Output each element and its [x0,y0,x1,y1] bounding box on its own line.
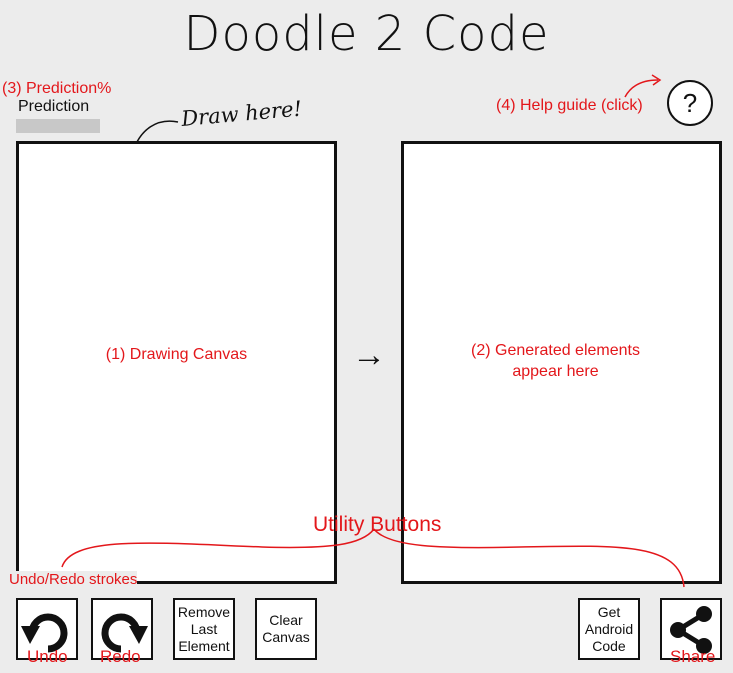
undo-redo-annotation: Undo/Redo strokes [9,571,138,588]
arrow-right-icon: → [352,336,386,374]
help-icon: ? [682,87,698,118]
share-icon [670,606,712,654]
prediction-label: Prediction [18,98,90,115]
get-android-code-button[interactable]: Get Android Code [578,598,640,660]
remove-last-element-button[interactable]: Remove Last Element [173,598,235,660]
remove-last-element-label: Remove Last Element [177,603,231,654]
draw-here-text: Draw here! [179,97,303,132]
undo-icon [21,613,68,653]
share-button[interactable] [660,598,722,660]
get-android-code-label: Get Android Code [584,603,634,654]
draw-here-annotation: Draw here! [123,97,303,158]
undo-annotation: Undo [27,647,68,666]
prediction-progress-bar [16,119,100,133]
clear-canvas-button[interactable]: Clear Canvas [255,598,317,660]
prediction-annotation: (3) Prediction% [2,80,112,97]
utility-buttons-brace [61,528,685,588]
help-guide-annotation: (4) Help guide (click) [496,97,643,114]
drawing-canvas[interactable]: (1) Drawing Canvas [16,141,337,584]
undo-button[interactable] [16,598,78,660]
help-button[interactable]: ? [667,80,713,126]
share-annotation: Share [670,647,716,666]
app-title: Doodle 2 Code [183,6,550,62]
redo-annotation: Redo [100,647,141,666]
generated-elements-annotation: (2) Generated elements appear here [471,342,640,380]
redo-icon [101,613,148,653]
clear-canvas-label: Clear Canvas [262,612,310,645]
help-guide-arrow [624,74,662,98]
redo-button[interactable] [91,598,153,660]
drawing-canvas-annotation: (1) Drawing Canvas [105,346,248,363]
generated-elements-canvas: (2) Generated elements appear here [401,141,722,584]
utility-buttons-annotation: Utility Buttons [313,513,442,536]
